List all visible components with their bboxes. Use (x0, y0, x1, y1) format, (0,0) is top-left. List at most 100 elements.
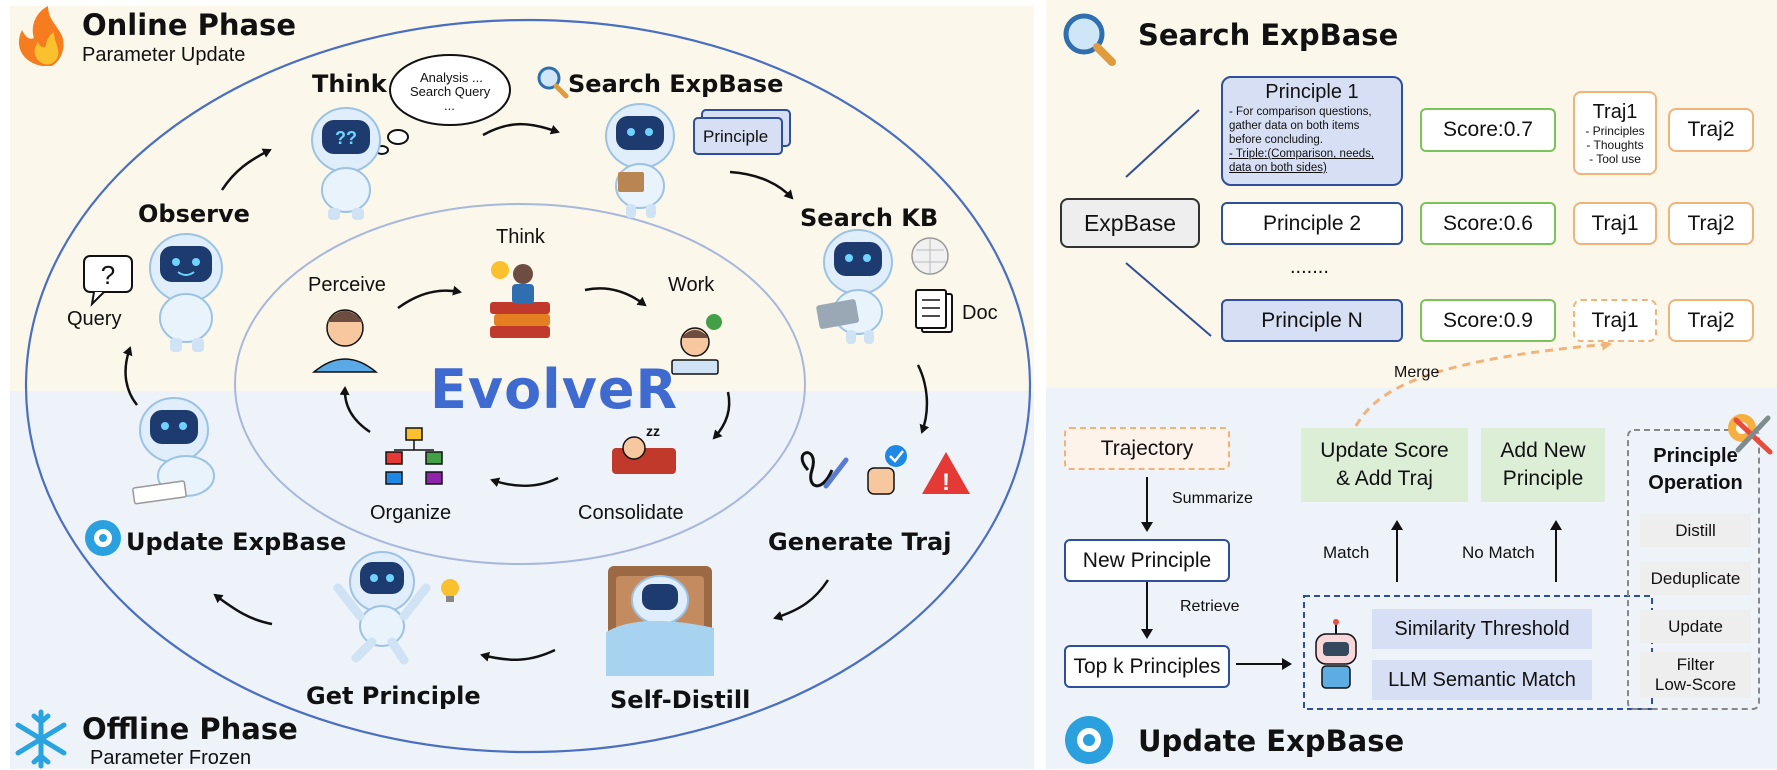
step-observe: Observe (138, 200, 250, 228)
match-label: Match (1323, 543, 1370, 562)
similarity-threshold-label: Similarity Threshold (1394, 617, 1570, 640)
no-match-label: No Match (1462, 543, 1535, 562)
traj1-detail-item-3: - Tool use (1589, 151, 1641, 166)
operation-dashed-box (1627, 429, 1760, 710)
new-principle-box: New Principle (1064, 539, 1230, 582)
new-principle-label: New Principle (1082, 548, 1212, 572)
op-update: Update (1640, 610, 1751, 643)
score-2: Score:0.6 (1443, 211, 1533, 235)
magnifier-icon (537, 66, 569, 99)
score-2-box: Score:0.6 (1420, 202, 1556, 245)
step-generate-traj: Generate Traj (768, 528, 952, 556)
center-title: EvolveR (430, 358, 679, 421)
llm-match-box: LLM Semantic Match (1372, 660, 1592, 700)
search-magnifier-icon (1063, 13, 1116, 66)
principle-n: Principle N (1261, 308, 1363, 332)
thought-line-1: Analysis ... (420, 70, 483, 85)
query-label: Query (67, 308, 122, 330)
principle-1-line1: - For comparison questions, (1229, 106, 1372, 118)
svg-text:zz: zz (646, 423, 660, 439)
llm-match-label: LLM Semantic Match (1388, 668, 1576, 691)
add-new-principle-box: Add New Principle (1481, 428, 1605, 502)
traj1-label-2: Traj1 (1591, 211, 1639, 235)
operation-title-line1: Principle (1653, 445, 1738, 467)
merge-label: Merge (1394, 364, 1440, 381)
principle-2-box: Principle 2 (1221, 202, 1403, 245)
principle-n-box: Principle N (1221, 299, 1403, 342)
principle-1-line5: data on both sides) (1229, 162, 1327, 174)
traj2-box-n: Traj2 (1668, 299, 1754, 342)
principle-1-title: Principle 1 (1265, 81, 1359, 103)
link-principle-1 (1125, 109, 1200, 178)
principle-1-line2: gather data on both items (1229, 120, 1360, 132)
traj1-label-n: Traj1 (1591, 308, 1639, 332)
principle-card-label: Principle (703, 127, 769, 146)
thumbs-up-icon (867, 445, 907, 495)
offline-phase-title: Offline Phase (82, 712, 298, 746)
doc-icon (915, 289, 953, 333)
traj1-detail-item-2: - Thoughts (1586, 137, 1644, 152)
op-distill: Distill (1640, 514, 1751, 547)
robot-writing (132, 397, 215, 505)
arrow-work-consolidate (712, 391, 731, 440)
cycle-diagram: ?? (15, 6, 1032, 769)
update-expbase-title: Update ExpBase (1138, 724, 1405, 758)
thought-bubble (375, 54, 511, 155)
inner-ellipse (234, 203, 806, 565)
online-phase-subtitle: Parameter Update (82, 44, 246, 66)
expbase-box: ExpBase (1060, 198, 1200, 248)
top-k-label: Top k Principles (1073, 654, 1221, 678)
outer-ellipse (24, 18, 1032, 754)
retrieve-label: Retrieve (1180, 598, 1240, 615)
robot-observe (149, 233, 223, 352)
search-expbase-title: Search ExpBase (1138, 18, 1399, 52)
arrow-generate-distill (773, 579, 830, 621)
snowflake-icon (15, 709, 67, 769)
svg-text:!: ! (942, 469, 950, 496)
robot-think: ?? (311, 107, 381, 220)
step-search-kb: Search KB (800, 204, 939, 232)
arrow-think-work (584, 287, 647, 307)
svg-text:?: ? (101, 260, 115, 290)
arrow-update-query (122, 346, 138, 406)
traj1-box-2: Traj1 (1573, 202, 1657, 245)
person-perceive-icon (311, 309, 379, 373)
sleeping-person-icon: zz (612, 423, 676, 474)
step-update-expbase: Update ExpBase (126, 528, 347, 556)
arrow-get-update (213, 593, 273, 626)
thought-line-2: Search Query (410, 84, 491, 99)
lightbulb-icon (441, 579, 459, 602)
op-deduplicate-label: Deduplicate (1650, 568, 1741, 588)
robot-sleeping (606, 566, 714, 676)
principle-1-line4: - Triple:(Comparison, needs, (1229, 148, 1375, 160)
inner-perceive: Perceive (308, 274, 386, 296)
op-deduplicate: Deduplicate (1640, 562, 1751, 595)
thought-line-3: ... (444, 98, 455, 113)
update-sync-icon (1065, 716, 1113, 764)
wikipedia-icon (911, 237, 949, 275)
score-1-box: Score:0.7 (1420, 108, 1556, 152)
summarize-label: Summarize (1172, 490, 1253, 507)
robot-laptop (816, 229, 893, 344)
inner-think: Think (496, 226, 545, 248)
inner-consolidate: Consolidate (578, 502, 684, 524)
op-distill-label: Distill (1675, 520, 1716, 540)
arrow-consolidate-organize (490, 476, 559, 488)
update-score-box: Update Score & Add Traj (1301, 428, 1468, 502)
online-phase-title: Online Phase (82, 8, 296, 42)
org-chart-icon (385, 427, 443, 485)
operation-title: Principle Operation (1630, 442, 1761, 498)
step-think: Think (312, 70, 387, 98)
arrow-search-kb (729, 170, 794, 200)
add-new-line2: Principle (1502, 467, 1584, 490)
trajectory-box: Trajectory (1064, 427, 1230, 470)
flame-icon (18, 6, 64, 66)
inner-organize: Organize (370, 502, 452, 524)
operation-title-line2: Operation (1648, 472, 1743, 494)
traj1-box-n: Traj1 (1573, 299, 1657, 342)
warning-icon: ! (922, 452, 970, 496)
principle-2: Principle 2 (1262, 211, 1362, 235)
doc-label: Doc (962, 302, 998, 324)
principle-1-box: Principle 1 - For comparison questions, … (1221, 76, 1403, 186)
